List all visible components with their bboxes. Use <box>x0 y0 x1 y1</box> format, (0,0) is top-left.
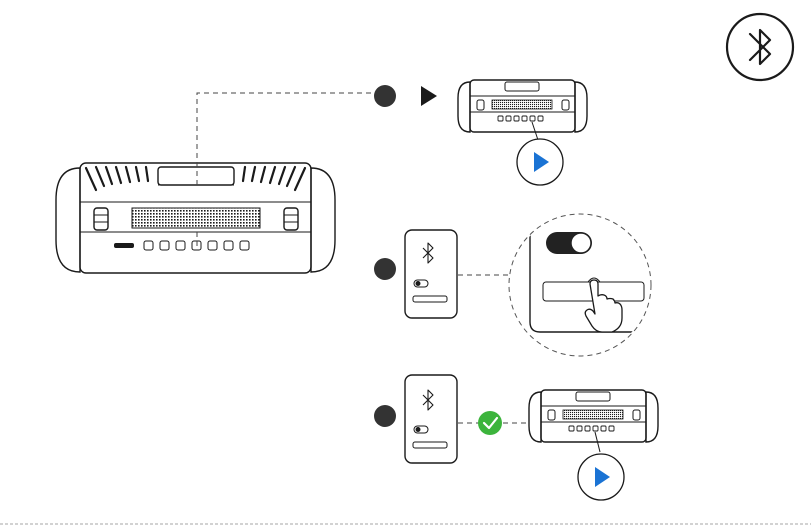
speaker-power-bar <box>114 243 134 248</box>
speaker-left-radiator <box>94 208 108 230</box>
play-icon <box>421 86 437 106</box>
check-icon <box>478 411 502 435</box>
speaker-small-step-3 <box>529 390 658 452</box>
step-3-dot <box>374 405 396 427</box>
speaker-right-cap <box>311 168 335 272</box>
bluetooth-icon <box>727 14 793 80</box>
phone-step-2 <box>405 230 457 318</box>
speaker-front-grille <box>132 208 260 228</box>
step-1-dot <box>374 85 396 107</box>
phone-device-row <box>413 296 447 302</box>
speaker-handle <box>158 167 234 185</box>
zoom-circle-step-2 <box>509 200 660 356</box>
speaker-large <box>56 163 335 273</box>
phone-bluetooth-icon <box>423 243 433 263</box>
phone-step-3 <box>405 375 457 463</box>
speaker-left-cap <box>56 168 80 272</box>
speaker-top-grille <box>86 167 305 190</box>
speaker-right-radiator <box>284 208 298 230</box>
step-2-dot <box>374 258 396 280</box>
speaker-small-step-1 <box>458 80 587 140</box>
